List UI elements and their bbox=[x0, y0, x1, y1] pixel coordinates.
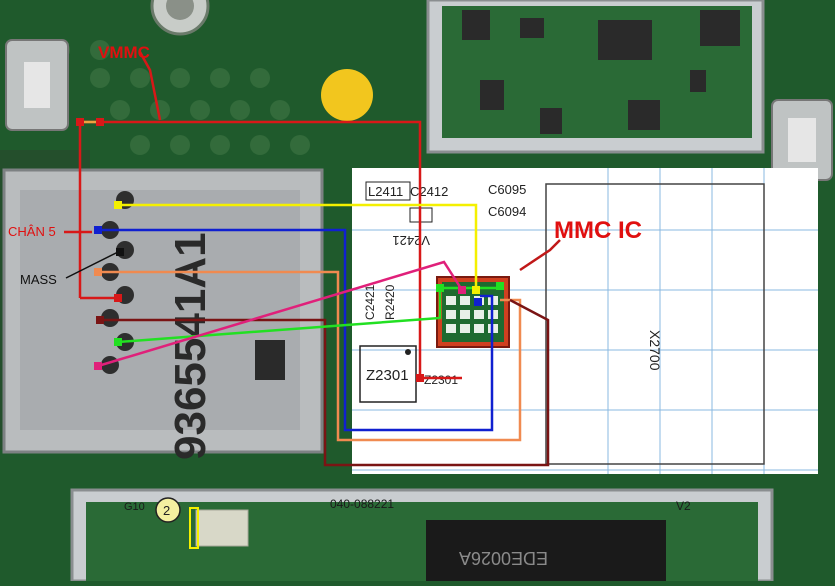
c2421-label: C2421 bbox=[363, 284, 377, 320]
memory-chip bbox=[426, 520, 666, 581]
side-switch-right-knob bbox=[788, 118, 816, 162]
trace-markers bbox=[76, 118, 504, 382]
callout-circle bbox=[155, 497, 181, 523]
memory-chip-label: EDE0026A bbox=[459, 548, 548, 568]
slot-print-text: 9365541A1 bbox=[166, 232, 215, 460]
vmmc-label: VMMC bbox=[98, 43, 150, 62]
l2411-label: L2411 bbox=[368, 184, 403, 199]
mass-pointer bbox=[65, 251, 119, 279]
pin5-label: CHÂN 5 bbox=[8, 224, 56, 239]
trace-blue bbox=[98, 228, 494, 432]
top-round-pad-inner bbox=[166, 0, 194, 20]
v2421-label: V2421 bbox=[392, 233, 430, 248]
z2301-pin-marker bbox=[405, 349, 411, 355]
x2700-outline bbox=[545, 183, 765, 465]
c6094-label: C6094 bbox=[488, 204, 526, 219]
trace-green bbox=[117, 286, 500, 344]
v2-mark: V2 bbox=[676, 499, 691, 513]
traces bbox=[64, 51, 561, 467]
schematic-overlay bbox=[352, 168, 818, 474]
r2420-label: R2420 bbox=[383, 284, 397, 320]
callout-number: 2 bbox=[163, 503, 170, 518]
trace-magenta bbox=[97, 260, 464, 368]
crystal bbox=[195, 509, 249, 547]
pcb-code-label: 040-088221 bbox=[330, 497, 394, 511]
g10-mark: G10 bbox=[124, 501, 145, 513]
mmc-ic-label: MMC IC bbox=[554, 217, 642, 244]
mounting-hole bbox=[321, 69, 373, 121]
trace-vmmc-red bbox=[78, 120, 462, 380]
l2411-box bbox=[365, 181, 411, 201]
c6095-label: C6095 bbox=[488, 182, 526, 197]
c2412-label: C2412 bbox=[410, 184, 448, 199]
trace-orange bbox=[98, 270, 522, 442]
z2301b-label: Z2301 bbox=[424, 373, 458, 387]
z2301-label: Z2301 bbox=[366, 367, 409, 384]
trace-mmc-pointer bbox=[519, 239, 561, 272]
trace-yellow bbox=[118, 203, 478, 290]
sd-card-slot-plate bbox=[20, 190, 300, 430]
vmmc-pointer bbox=[138, 51, 162, 121]
mass-label: MASS bbox=[20, 272, 57, 287]
crystal-highlight bbox=[189, 507, 199, 549]
trace-darkred bbox=[100, 298, 550, 467]
side-switch-left-knob bbox=[24, 62, 50, 108]
slot-latch bbox=[255, 340, 285, 380]
rf-components bbox=[462, 10, 740, 134]
test-pad-grid bbox=[50, 40, 310, 155]
x2700-label: X2700 bbox=[647, 330, 663, 371]
